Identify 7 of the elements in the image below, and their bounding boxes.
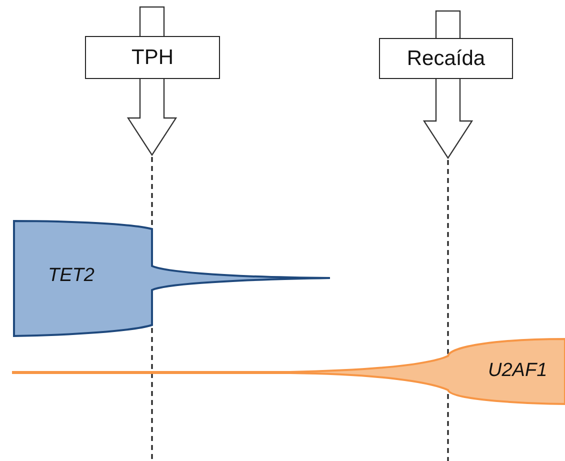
clone-label: U2AF1 bbox=[488, 360, 548, 382]
block-arrow bbox=[422, 78, 474, 160]
label-box: Recaída bbox=[379, 38, 513, 79]
clone-band bbox=[13, 219, 333, 339]
label-box: TPH bbox=[85, 36, 220, 79]
clone-label: TET2 bbox=[48, 265, 94, 287]
block-arrow bbox=[126, 78, 178, 156]
